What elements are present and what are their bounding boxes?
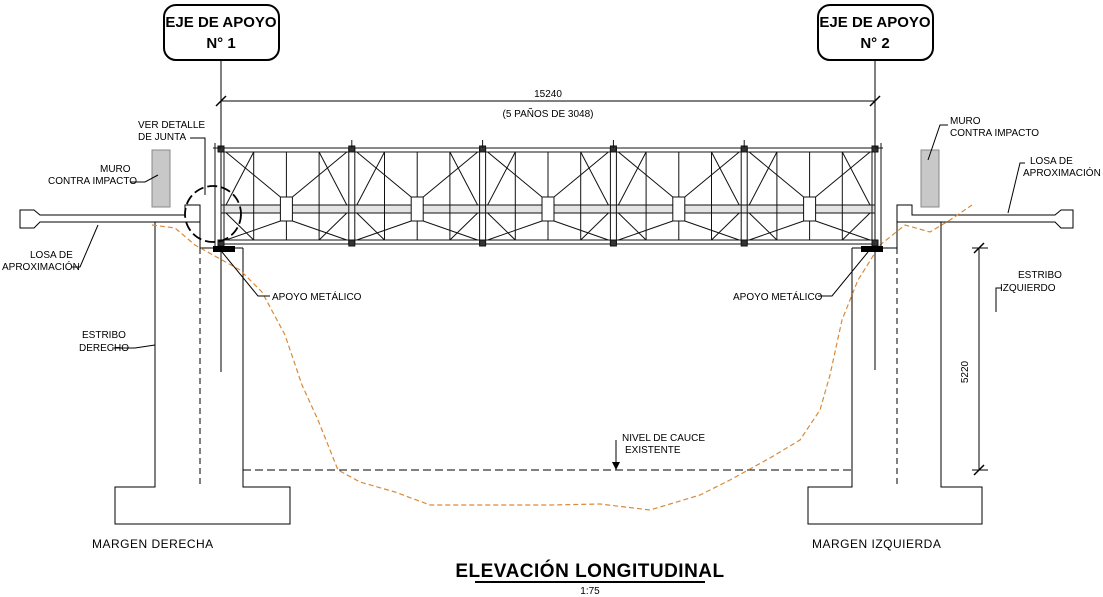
impact-wall-left xyxy=(151,149,171,208)
bank-right-text: MARGEN DERECHA xyxy=(92,537,214,551)
truss-structure xyxy=(213,140,883,247)
abutment-right-bank xyxy=(114,222,291,525)
joint-detail-text-2: DE JUNTA xyxy=(138,132,186,143)
axis-tag-2-line1: EJE DE APOYO xyxy=(819,14,930,31)
abutment-left-text-2: IZQUIERDO xyxy=(1000,283,1056,294)
abutment-left-bank xyxy=(807,222,983,525)
approach-slab-left-text-1: LOSA DE xyxy=(30,250,73,261)
drawing-title: ELEVACIÓN LONGITUDINAL xyxy=(455,560,724,582)
abutment-left-text-1: ESTRIBO xyxy=(1018,270,1062,281)
impact-wall-right-text-1: MURO xyxy=(950,116,981,127)
abutment-right-leader xyxy=(112,344,156,349)
abutment-right-text-2: DERECHO xyxy=(79,343,129,354)
approach-slab-left xyxy=(19,204,201,229)
approach-slab-left-text-2: APROXIMACIÓN xyxy=(2,260,80,273)
axis-tag-1-line1: EJE DE APOYO xyxy=(165,14,276,31)
impact-wall-left-text-1: MURO xyxy=(100,164,131,175)
approach-slab-right xyxy=(896,204,1074,229)
riverbed-arrow xyxy=(612,462,620,470)
approach-slab-right-text-1: LOSA DE xyxy=(1030,156,1073,167)
joint-detail-circle xyxy=(184,185,242,243)
axis-tag-1: EJE DE APOYO N° 1 xyxy=(163,4,280,61)
riverbed-text-2: EXISTENTE xyxy=(625,445,681,456)
approach-slab-right-leader xyxy=(1007,162,1025,214)
joint-detail-leader xyxy=(190,137,206,195)
impact-wall-right-text-2: CONTRA IMPACTO xyxy=(950,128,1039,139)
span-dimension: 15240 (5 PAÑOS DE 3048) xyxy=(215,89,881,120)
riverbed-text-1: NIVEL DE CAUCE xyxy=(622,433,705,444)
span-length-text: 15240 xyxy=(534,89,562,100)
impact-wall-right-leader xyxy=(927,124,948,161)
support-left xyxy=(213,246,235,252)
axis-tag-1-line2: N° 1 xyxy=(206,35,235,52)
span-note-text: (5 PAÑOS DE 3048) xyxy=(503,107,594,120)
impact-wall-right xyxy=(920,149,940,208)
support-left-leader xyxy=(221,251,270,297)
approach-slab-left-leader xyxy=(72,224,99,268)
abutment-right-text-1: ESTRIBO xyxy=(82,330,126,341)
support-left-text: APOYO METÁLICO xyxy=(272,290,362,303)
impact-wall-left-text-2: CONTRA IMPACTO xyxy=(48,176,137,187)
impact-wall-left-leader xyxy=(130,174,159,183)
axis-tag-2-line2: N° 2 xyxy=(860,35,889,52)
height-dimension-text: 5220 xyxy=(960,360,971,383)
support-right-leader xyxy=(818,251,869,297)
axis-tag-2: EJE DE APOYO N° 2 xyxy=(817,4,934,61)
height-dimension: 5220 xyxy=(960,242,988,476)
bank-left-text: MARGEN IZQUIERDA xyxy=(812,537,941,551)
joint-detail-text-1: VER DETALLE xyxy=(138,120,205,131)
support-right xyxy=(861,246,883,252)
drawing-scale: 1:75 xyxy=(580,586,600,597)
approach-slab-right-text-2: APROXIMACIÓN xyxy=(1023,166,1101,179)
terrain-profile xyxy=(151,204,973,511)
abutment-left-leader xyxy=(995,287,1002,312)
support-right-text: APOYO METÁLICO xyxy=(733,290,823,303)
